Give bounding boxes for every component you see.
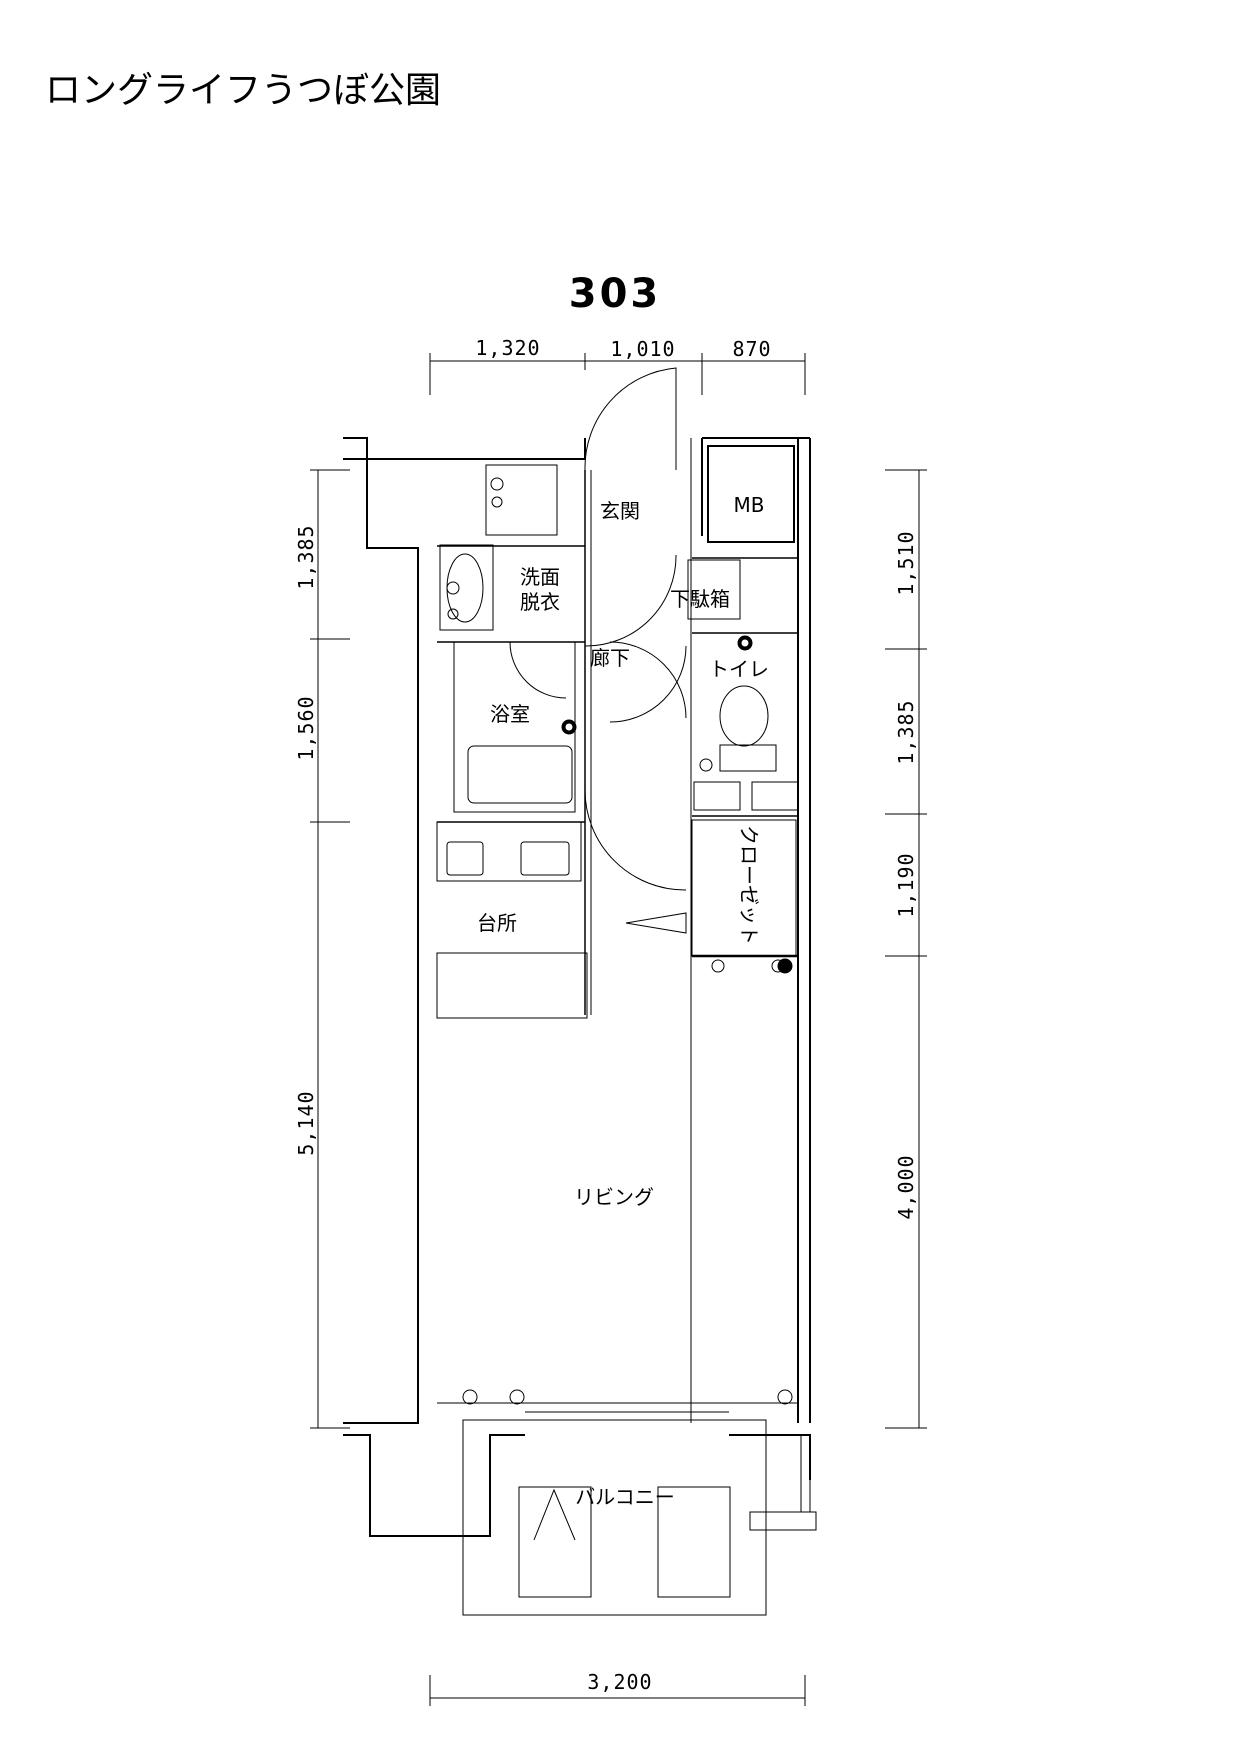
room-label-bathroom: 浴室 — [490, 702, 530, 726]
fixtures — [436, 464, 799, 1405]
dimension-right-1: 1,510 — [894, 530, 918, 595]
room-label-balcony: バルコニー — [575, 1485, 675, 1509]
toilet-icon — [719, 685, 769, 747]
room-label-shoe-box: 下駄箱 — [670, 587, 730, 611]
room-label-closet: クローゼット — [737, 825, 761, 945]
dimension-left-3: 5,140 — [294, 1090, 318, 1155]
entrance-door-swing — [584, 367, 677, 471]
room-label-kitchen: 台所 — [477, 911, 517, 935]
dimension-top-2: 1,010 — [610, 337, 675, 361]
kitchen-counter-icon — [436, 821, 582, 882]
room-label-washroom-2: 脱衣 — [520, 590, 560, 614]
room-label-washroom-1: 洗面 — [520, 565, 560, 589]
dimension-top-3: 870 — [732, 337, 771, 361]
room-label-toilet: トイレ — [709, 657, 769, 681]
dimension-right-2: 1,385 — [894, 699, 918, 764]
dimension-left-2: 1,560 — [294, 695, 318, 760]
washing-machine-icon — [485, 464, 558, 536]
door-swings — [509, 367, 687, 934]
dimension-top-1: 1,320 — [475, 336, 540, 360]
dimension-right-4: 4,000 — [894, 1154, 918, 1219]
balcony — [462, 1419, 817, 1616]
wash-basin-icon — [439, 544, 494, 631]
room-label-living: リビング — [574, 1185, 654, 1209]
room-label-hallway: 廊下 — [590, 646, 630, 670]
shoe-box-icon — [687, 559, 741, 620]
counter-icon — [436, 952, 588, 1019]
dimension-right-3: 1,190 — [894, 852, 918, 917]
room-label-meter-box: MB — [734, 493, 765, 517]
bathtub-icon — [453, 641, 576, 813]
building-name: ロングライフうつぼ公園 — [45, 70, 441, 111]
closet-icon — [691, 819, 797, 957]
dimension-left-1: 1,385 — [294, 524, 318, 589]
room-label-entrance: 玄関 — [600, 499, 640, 523]
dimension-bottom: 3,200 — [587, 1670, 652, 1694]
unit-number: 303 — [569, 271, 662, 317]
